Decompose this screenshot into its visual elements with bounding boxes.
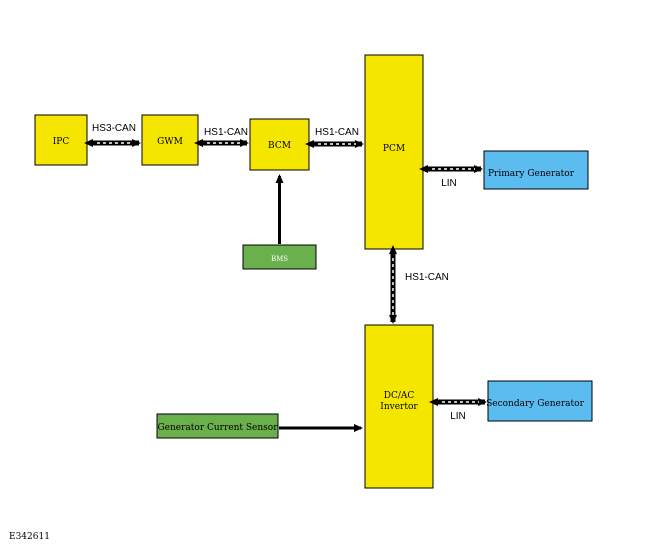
dcac-invertor-module: DC/AC Invertor [364,324,434,489]
link-bcm-pcm-label: HS1-CAN [315,127,359,138]
link-bcm-pcm: HS1-CAN [305,127,364,148]
link-ipc-gwm: HS3-CAN [84,123,141,147]
link-pcm-dcac: HS1-CAN [389,245,449,324]
bcm-label: BCM [268,141,291,151]
gwm-module: GWM [141,114,199,166]
link-dcac-secondary-generator: LIN [429,398,487,422]
bms-sensor: BMS [242,244,317,270]
link-gwm-bcm-label: HS1-CAN [204,127,248,138]
gwm-label: GWM [157,137,183,147]
pcm-label: PCM [383,144,405,154]
primary-generator-label: Primary Generator [488,169,575,179]
pcm-module: PCM [364,54,424,250]
figure-id: E342611 [9,532,50,542]
link-pcm-dcac-label: HS1-CAN [405,272,449,283]
generator-current-sensor-label: Generator Current Sensor [157,423,278,433]
bms-label: BMS [271,255,288,263]
dcac-label-line2: Invertor [380,402,418,412]
secondary-generator-label: Secondary Generator [486,399,584,409]
link-pcm-primary-generator: LIN [419,165,483,189]
ipc-label: IPC [53,137,70,147]
link-dcac-secondary-label: LIN [450,411,466,422]
generator-current-sensor: Generator Current Sensor [156,413,279,439]
link-gwm-bcm: HS1-CAN [194,127,249,147]
primary-generator: Primary Generator [483,150,589,190]
secondary-generator: Secondary Generator [486,380,593,422]
ipc-module: IPC [34,114,88,166]
link-pcm-primary-label: LIN [441,178,457,189]
link-ipc-gwm-label: HS3-CAN [92,123,136,134]
dcac-label-line1: DC/AC [384,391,415,401]
bcm-module: BCM [249,118,310,171]
